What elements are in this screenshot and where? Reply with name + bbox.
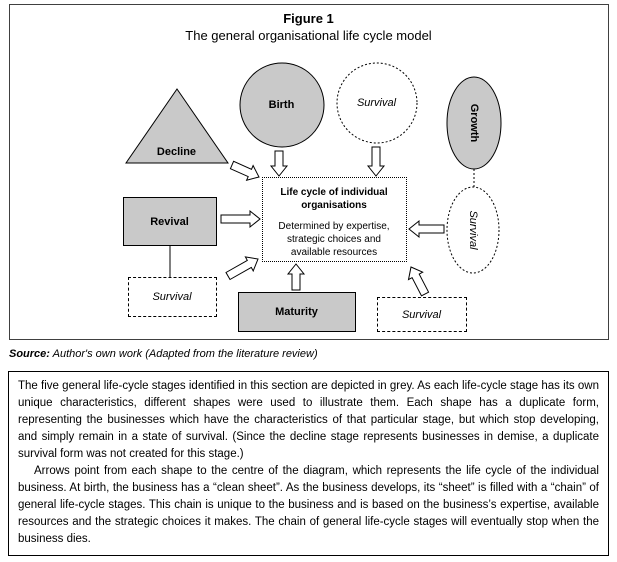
birth-circle — [239, 62, 324, 148]
decline-label: Decline — [156, 146, 197, 158]
center-box: Life cycle of individual organisations D… — [261, 177, 407, 262]
diagram-canvas — [124, 62, 501, 297]
birth-label: Birth — [268, 99, 295, 111]
survival-left-box: Survival — [127, 277, 217, 317]
figure-panel: Figure 1 The general organisational life… — [8, 4, 609, 340]
center-box-body: Determined by expertise, strategic choic… — [278, 221, 390, 258]
survival-bottom-box: Survival — [376, 297, 467, 332]
arrow-decline-to-center — [229, 160, 260, 181]
source-label: Source: — [9, 348, 50, 360]
figure-title: Figure 1 — [283, 11, 334, 26]
notes-box: The five general life-cycle stages ident… — [8, 371, 609, 556]
arrow-birth-to-center — [269, 150, 288, 177]
arrow-survival-right-to-center — [407, 219, 444, 239]
arrow-survival-left-to-center — [224, 256, 259, 281]
arrow-revival-to-center — [220, 209, 261, 229]
survival-bottom-label: Survival — [401, 308, 442, 321]
maturity-label: Maturity — [275, 306, 318, 318]
survival-right-ellipse — [446, 186, 499, 274]
maturity-box: Maturity — [237, 292, 356, 332]
revival-label: Revival — [150, 215, 189, 228]
notes-paragraph-1: The five general life-cycle stages ident… — [18, 380, 599, 460]
notes-paragraph-2: Arrows point from each shape to the cent… — [18, 465, 599, 545]
survival-top-circle — [336, 62, 417, 144]
revival-box: Revival — [122, 197, 217, 246]
figure-subtitle: The general organisational life cycle mo… — [185, 28, 432, 43]
source-line: Source: Author's own work (Adapted from … — [9, 348, 617, 360]
arrow-survival-bottom-to-center — [407, 266, 429, 297]
survival-left-label: Survival — [152, 291, 192, 303]
growth-label: Growth — [467, 103, 480, 143]
survival-right-label: Survival — [466, 210, 479, 250]
survival-top-label: Survival — [356, 97, 397, 109]
source-text: Author's own work (Adapted from the lite… — [49, 348, 318, 360]
arrow-survival-top-to-center — [366, 146, 385, 177]
decline-triangle — [124, 88, 229, 164]
center-box-title: Life cycle of individual organisations — [280, 187, 388, 211]
arrow-maturity-to-center — [286, 263, 305, 291]
